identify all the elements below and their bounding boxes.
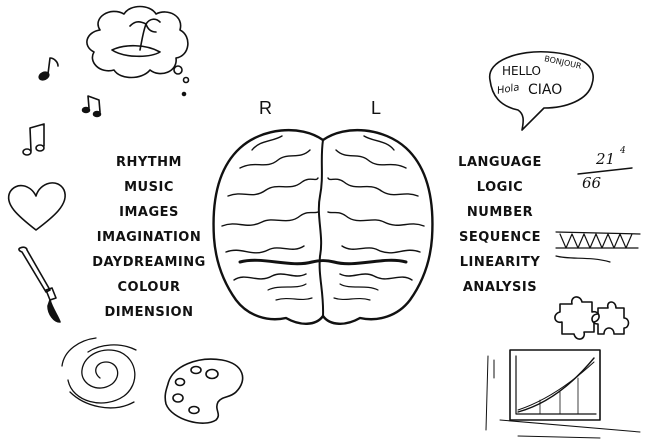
brain-icon [214,130,433,324]
fraction-denominator: 66 [582,174,601,192]
left-hemisphere-label: L [371,98,381,119]
trait-sequence: SEQUENCE [459,229,541,247]
bubble-hello: HELLO [502,64,541,78]
right-brain-trait-list: RHYTHM MUSIC IMAGES IMAGINATION DAYDREAM… [100,154,198,322]
left-brain-trait-list: LANGUAGE LOGIC NUMBER SEQUENCE LINEARITY… [460,154,540,297]
puzzle-icon [555,297,629,339]
trait-rhythm: RHYTHM [116,154,182,172]
trait-logic: LOGIC [477,179,523,197]
spiral-galaxy-icon [62,338,136,408]
fraction-exponent: 4 [620,146,626,156]
trait-dimension: DIMENSION [105,304,194,322]
thought-bubble-island-icon [87,7,189,96]
heart-icon [9,183,66,230]
right-hemisphere-label: R [259,98,272,119]
sequence-strip-icon [556,232,640,262]
bubble-ciao: CIAO [528,82,562,98]
trait-analysis: ANALYSIS [463,279,537,297]
trait-colour: COLOUR [117,279,180,297]
paint-palette-icon [165,359,242,423]
graph-chart-icon [486,350,640,438]
trait-imagination: IMAGINATION [97,229,201,247]
music-note-icon [23,58,101,155]
trait-music: MUSIC [124,179,174,197]
fraction-numerator: 21 [596,150,615,168]
trait-daydreaming: DAYDREAMING [92,254,206,272]
trait-images: IMAGES [119,204,179,222]
paintbrush-icon [19,247,60,322]
trait-number: NUMBER [467,204,533,222]
trait-linearity: LINEARITY [460,254,541,272]
trait-language: LANGUAGE [458,154,542,172]
